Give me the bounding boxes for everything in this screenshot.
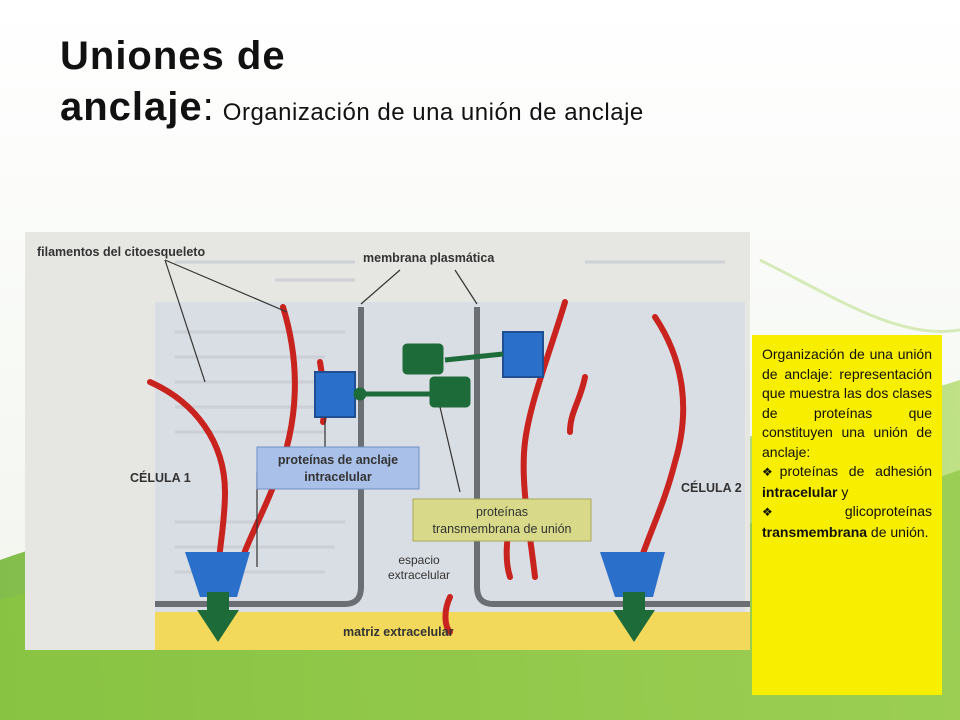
membrane-cell-2 [474, 307, 750, 607]
anchor-protein-cell-2 [502, 331, 544, 378]
label-transmembrane-1: proteínas [476, 505, 528, 519]
intracellular-label-box [256, 446, 420, 490]
label-transmembrane-2: transmembrana de unión [433, 522, 572, 536]
title-keyword: anclaje [60, 85, 203, 129]
explanation-note: Organización de una unión de anclaje: re… [752, 335, 942, 695]
label-space-2: extracelular [388, 568, 450, 582]
title-subtitle: Organización de una unión de anclaje [222, 99, 644, 126]
label-membrane: membrana plasmática [363, 251, 495, 265]
anchor-arrow-cell-1 [197, 592, 239, 642]
diamond-bullet-icon: ❖ [762, 465, 780, 479]
note-intro: Organización de una unión de anclaje: re… [762, 346, 932, 460]
anchor-arrow-cell-2 [613, 592, 655, 642]
anchor-protein-cell-1 [314, 371, 356, 418]
diamond-bullet-icon: ❖ [762, 505, 845, 519]
transmembrane-label-box [412, 498, 592, 542]
note-bullet-1-tail: y [837, 483, 849, 500]
membrane-cell-1 [155, 307, 364, 607]
label-matrix: matriz extracelular [343, 625, 454, 639]
anchoring-junction-diagram: filamentos del citoesqueleto membrana pl… [25, 232, 750, 650]
label-space-1: espacio [398, 553, 440, 567]
anchor-crown-cell-2 [600, 552, 665, 597]
label-intracellular-1: proteínas de anclaje [278, 453, 398, 467]
note-bullet-2-text: glicoproteínas [844, 503, 932, 519]
note-bullet-1: ❖proteínas de adhesión intracelular y [762, 462, 932, 502]
title-colon: : [202, 85, 215, 129]
note-bullet-2-tail: de unión. [867, 523, 929, 540]
note-bullet-1-bold: intracelular [762, 483, 838, 500]
transmembrane-linker [353, 343, 504, 408]
label-cell-2: CÉLULA 2 [681, 480, 742, 495]
title-line-2: anclaje: Organización de una unión de anc… [60, 82, 880, 138]
note-bullet-2-bold: transmembrana [762, 523, 868, 540]
title-line-1: Uniones de [60, 34, 286, 78]
note-bullet-1-text: proteínas de adhesión [779, 463, 932, 479]
anchor-crown-cell-1 [185, 552, 250, 597]
label-filaments: filamentos del citoesqueleto [37, 245, 205, 259]
label-intracellular-2: intracelular [304, 470, 372, 484]
slide-title: Uniones de anclaje: Organización de una u… [60, 30, 880, 138]
note-bullet-2: ❖glicoproteínas transmembrana de unión. [762, 502, 932, 542]
label-cell-1: CÉLULA 1 [130, 470, 191, 485]
